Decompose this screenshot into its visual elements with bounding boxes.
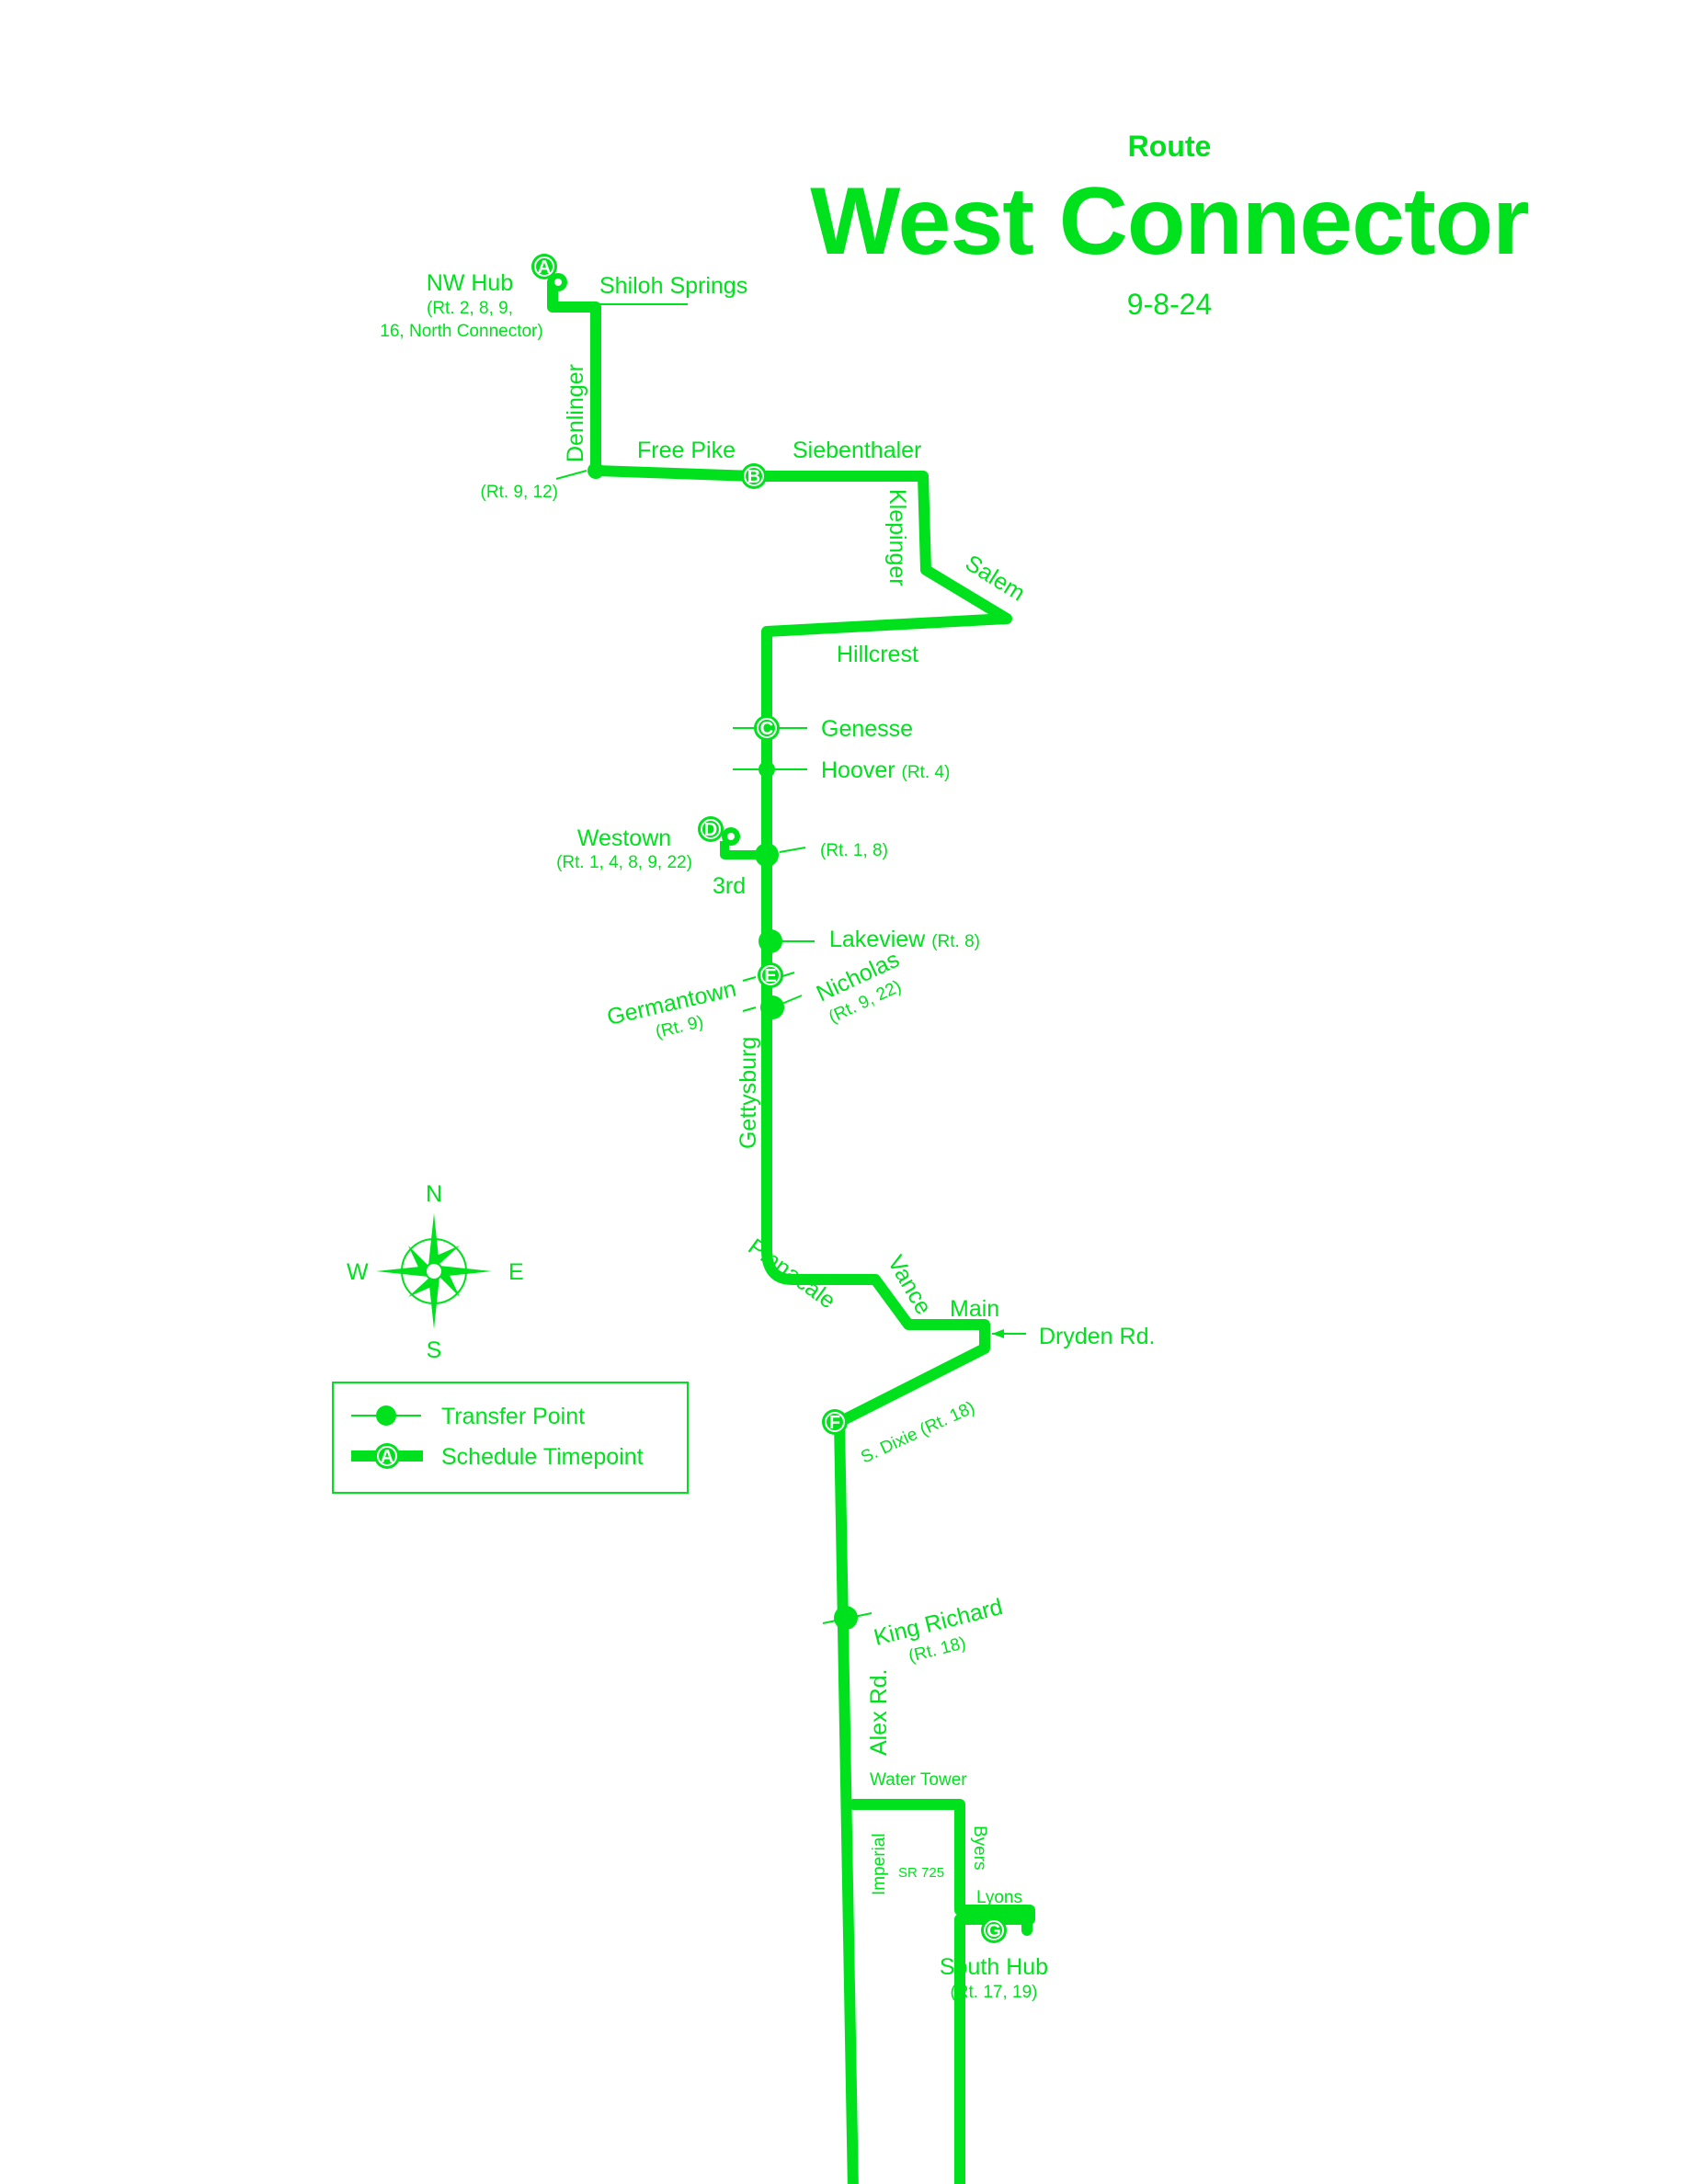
svg-text:D: D: [704, 820, 717, 840]
legend-timepoint-label: Schedule Timepoint: [441, 1444, 644, 1470]
timepoint-f: F: [822, 1409, 848, 1435]
legend-transfer-icon: [376, 1405, 396, 1426]
street-lyons: Lyons: [976, 1888, 1022, 1907]
transfer-point: [587, 462, 604, 479]
timepoint-a: A: [531, 254, 557, 279]
street-imperial: Imperial: [870, 1833, 889, 1895]
compass-west: W: [347, 1259, 369, 1285]
street-byers: Byers: [970, 1826, 989, 1871]
street-klepinger: Klepinger: [884, 489, 910, 586]
legend-box: [332, 1382, 689, 1494]
route-title: West Connector: [810, 168, 1529, 275]
dryden-arrow-icon: [992, 1329, 1004, 1338]
transfer-point: [758, 929, 782, 953]
transfer-point: [834, 1606, 858, 1630]
timepoint-e: E: [758, 962, 783, 988]
nw-hub-routes: (Rt. 2, 8, 9,: [427, 299, 513, 318]
street-gettysburg: Gettysburg: [736, 1037, 761, 1149]
compass-north: N: [426, 1181, 442, 1207]
transfer-label-rt-9-12: (Rt. 9, 12): [481, 483, 558, 502]
transfer-label-rt-1-8: (Rt. 1, 8): [820, 841, 888, 860]
street-hoover: Hoover (Rt. 4): [821, 757, 950, 783]
timepoint-c: C: [754, 715, 780, 741]
nw-hub-label: NW Hub: [427, 270, 513, 296]
svg-text:C: C: [760, 719, 773, 739]
street-3rd: 3rd: [713, 873, 746, 899]
street-water-tower: Water Tower: [870, 1770, 967, 1790]
compass-east: E: [508, 1259, 524, 1285]
nw-hub-routes: 16, North Connector): [380, 322, 542, 341]
svg-text:B: B: [747, 467, 760, 487]
timepoint-d: D: [698, 816, 724, 842]
svg-text:E: E: [764, 966, 776, 986]
south-hub-routes: (Rt. 17, 19): [950, 1983, 1037, 2002]
south-hub-label: South Hub: [940, 1954, 1048, 1980]
svg-text:G: G: [987, 1921, 1001, 1941]
svg-text:A: A: [381, 1447, 393, 1467]
street-dryden: Dryden Rd.: [1039, 1324, 1155, 1349]
street-denlinger: Denlinger: [563, 364, 588, 462]
street-alex-rd: Alex Rd.: [866, 1669, 892, 1756]
route-kicker: Route: [1128, 130, 1212, 163]
street-hillcrest: Hillcrest: [837, 642, 918, 667]
legend-timepoint-icon: A: [374, 1443, 400, 1469]
street-lakeview: Lakeview (Rt. 8): [829, 927, 980, 952]
westown-routes: (Rt. 1, 4, 8, 9, 22): [556, 853, 692, 872]
timepoint-g: G: [981, 1917, 1007, 1943]
legend-transfer-label: Transfer Point: [441, 1404, 585, 1429]
westown-spur: [720, 841, 767, 859]
street-sr-725: SR 725: [898, 1865, 944, 1881]
compass-rose-icon: [376, 1213, 492, 1329]
street-genesse: Genesse: [821, 716, 913, 742]
svg-text:A: A: [538, 257, 551, 278]
transfer-point: [760, 995, 784, 1019]
street-pinnacale: Pinnacale: [743, 1234, 839, 1314]
street-main: Main: [950, 1296, 999, 1322]
route-line: [547, 277, 1035, 2184]
westown-label: Westown: [577, 825, 671, 851]
timepoint-b: B: [741, 463, 767, 489]
route-date: 9-8-24: [1127, 288, 1213, 321]
street-free-pike: Free Pike: [637, 438, 736, 463]
transfer-point: [755, 843, 779, 867]
svg-text:F: F: [829, 1413, 840, 1433]
street-siebenthaler: Siebenthaler: [793, 438, 921, 463]
street-shiloh-springs: Shiloh Springs: [599, 273, 747, 299]
compass-south: S: [427, 1337, 442, 1363]
route-line-south: [849, 1799, 1032, 1936]
transfer-point: [758, 761, 775, 778]
